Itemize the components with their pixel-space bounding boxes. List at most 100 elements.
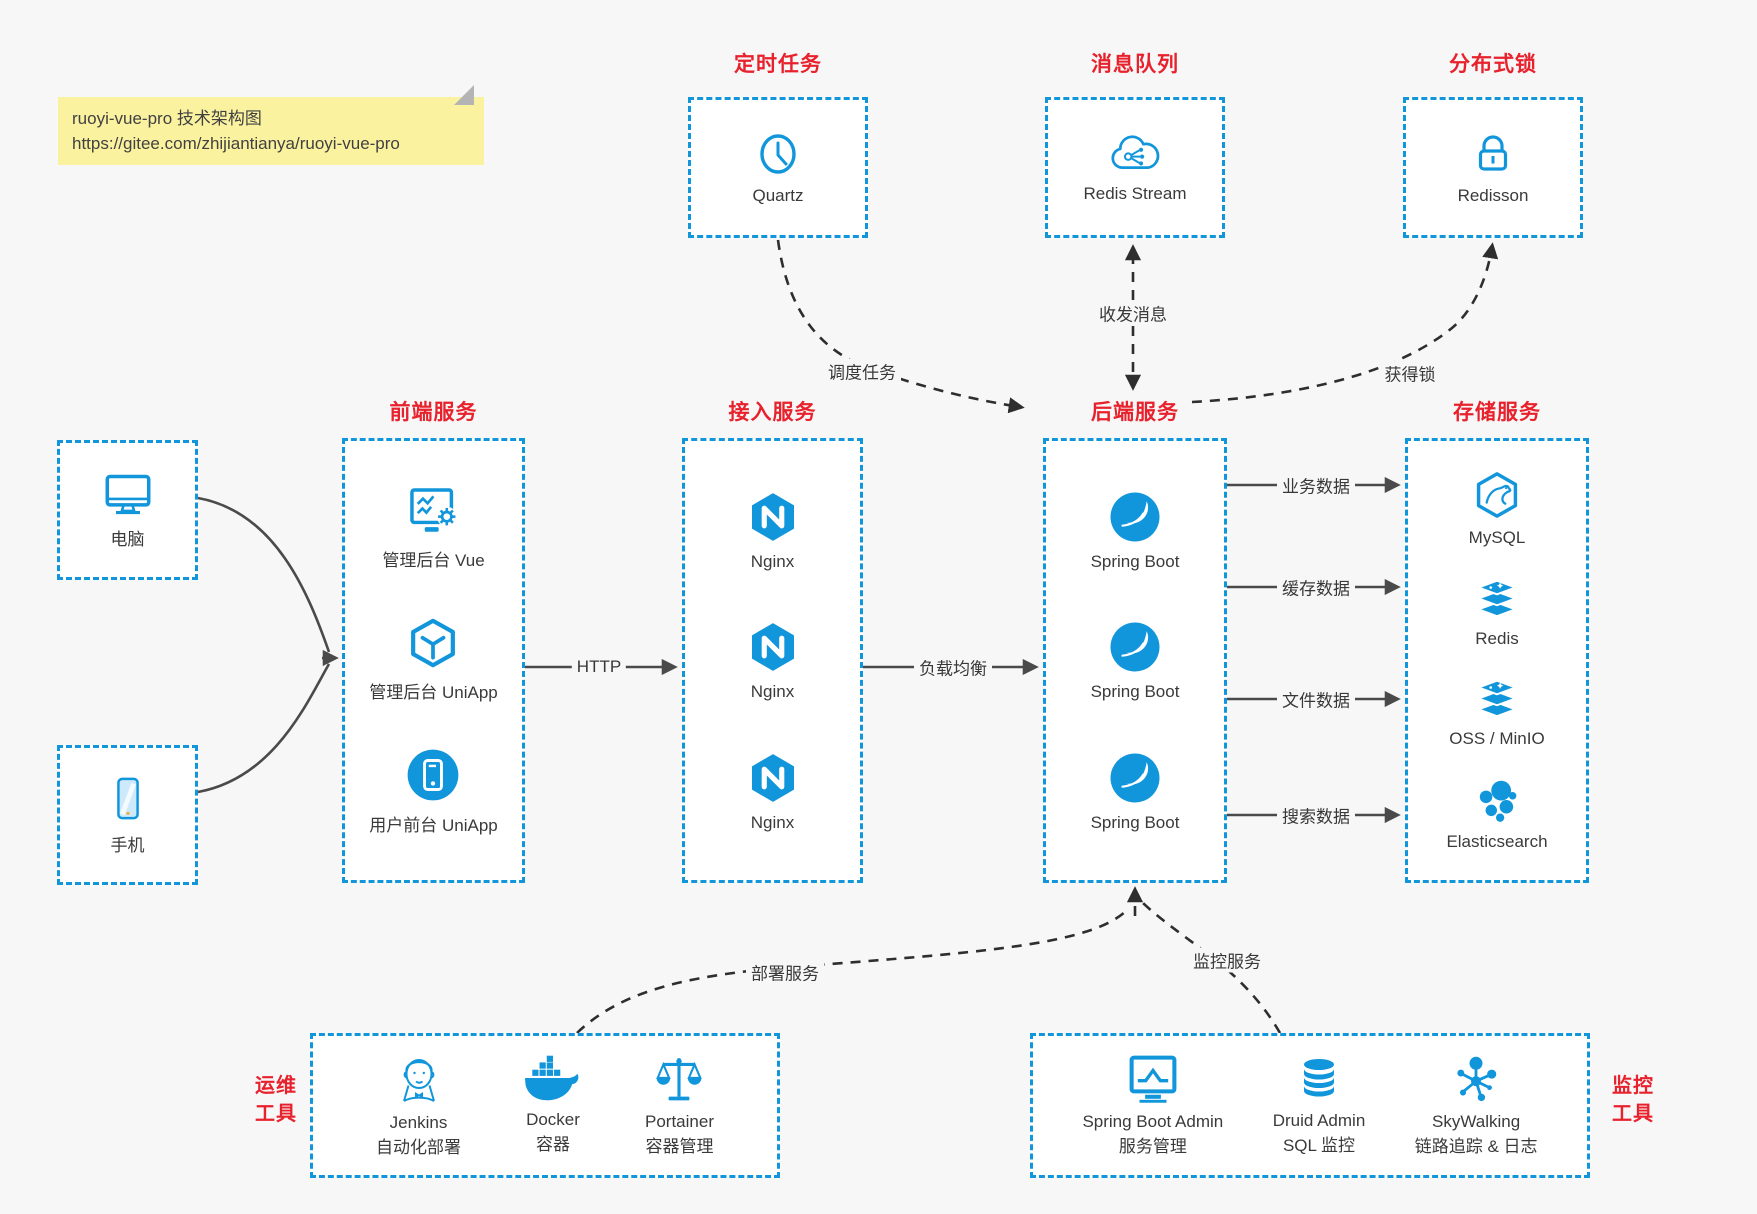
docker-whale-icon	[524, 1055, 582, 1103]
backend-box: Spring Boot Spring Boot Spring Boot	[1043, 438, 1227, 883]
monitor-chart-icon	[1126, 1053, 1180, 1105]
edge-label-search-data: 搜索数据	[1277, 802, 1355, 828]
node-sublabel: 容器	[536, 1134, 570, 1154]
phone-circle-icon	[404, 746, 462, 804]
node-label: Elasticsearch	[1446, 832, 1548, 852]
mysql-hexagon-icon	[1471, 469, 1523, 521]
edge-label-cache-data: 缓存数据	[1277, 574, 1355, 600]
network-hub-icon	[1450, 1053, 1502, 1105]
node-nginx-1: Nginx	[745, 489, 801, 572]
node-label: 管理后台 UniApp	[369, 682, 498, 702]
spring-boot-icon	[1107, 619, 1163, 675]
node-label: Redis	[1475, 628, 1519, 648]
edge-phone-to-frontend	[197, 663, 331, 794]
node-jenkins: Jenkins 自动化部署	[376, 1052, 461, 1160]
node-label: Jenkins	[389, 1112, 448, 1132]
edge-label-file-data: 文件数据	[1277, 686, 1355, 712]
spring-boot-icon	[1107, 750, 1163, 806]
lock-icon	[1469, 129, 1517, 179]
group-title-distributed-lock: 分布式锁	[1449, 53, 1537, 76]
node-label: Druid Admin	[1272, 1110, 1366, 1130]
edge-label-monitor-service: 监控服务	[1188, 947, 1266, 973]
jenkins-butler-icon	[394, 1052, 444, 1106]
node-mobile: 手机	[105, 774, 151, 856]
node-elasticsearch: Elasticsearch	[1446, 777, 1548, 852]
node-docker: Docker 容器	[524, 1055, 582, 1157]
node-label: Quartz	[752, 186, 804, 205]
node-admin-uniapp: 管理后台 UniApp	[369, 615, 498, 703]
pc-client-box: 电脑	[57, 440, 198, 580]
node-quartz: Quartz	[752, 129, 804, 206]
node-mysql: MySQL	[1468, 469, 1526, 548]
node-label: OSS / MinIO	[1449, 729, 1545, 749]
node-skywalking: SkyWalking 链路追踪 & 日志	[1415, 1053, 1538, 1159]
sticky-note: ruoyi-vue-pro 技术架构图 https://gitee.com/zh…	[58, 85, 484, 165]
frontend-box: 管理后台 Vue 管理后台 UniApp 用户前台 UniApp	[342, 438, 525, 883]
node-label: Portainer	[645, 1111, 714, 1131]
group-title-storage: 存储服务	[1453, 401, 1541, 424]
node-redisson: Redisson	[1457, 129, 1529, 206]
nginx-icon	[745, 489, 801, 545]
node-spring-boot-3: Spring Boot	[1090, 750, 1180, 833]
node-redis: Redis	[1472, 576, 1522, 649]
database-icon	[1295, 1054, 1343, 1104]
node-sublabel: 链路追踪 & 日志	[1414, 1136, 1538, 1156]
edge-label-business-data: 业务数据	[1277, 472, 1355, 498]
gateway-box: Nginx Nginx Nginx	[682, 438, 863, 883]
monitoring-title-line1: 监控	[1612, 1075, 1654, 1097]
edge-label-load-balance: 负载均衡	[914, 654, 992, 680]
devops-title-line1: 运维	[255, 1075, 297, 1097]
node-pc: 电脑	[101, 470, 155, 550]
node-label: Spring Boot	[1090, 551, 1180, 571]
cloud-message-icon	[1107, 131, 1163, 177]
node-label: 管理后台 Vue	[382, 550, 485, 570]
node-sublabel: 服务管理	[1118, 1136, 1187, 1156]
node-redis-stream: Redis Stream	[1083, 131, 1187, 204]
nginx-icon	[745, 750, 801, 806]
clock-icon	[754, 129, 802, 179]
redis-stack-icon	[1472, 576, 1522, 622]
node-label: Redis Stream	[1083, 184, 1187, 203]
group-title-gateway: 接入服务	[728, 401, 817, 424]
node-label: Docker	[526, 1109, 580, 1129]
redisson-box: Redisson	[1403, 97, 1583, 238]
monitoring-tools-box: Spring Boot Admin 服务管理 Druid Admin SQL 监…	[1030, 1033, 1590, 1178]
node-label: Spring Boot	[1090, 812, 1180, 832]
group-title-devops-tools: 运维 工具	[243, 1072, 309, 1128]
quartz-box: Quartz	[688, 97, 868, 238]
edge-label-send-receive-message: 收发消息	[1094, 300, 1172, 326]
desktop-icon	[101, 470, 155, 518]
edge-label-acquire-lock: 获得锁	[1379, 360, 1441, 386]
node-sublabel: 自动化部署	[376, 1137, 461, 1157]
node-sublabel: SQL 监控	[1282, 1135, 1356, 1155]
node-user-uniapp: 用户前台 UniApp	[369, 746, 498, 836]
edge-pc-to-frontend	[197, 496, 331, 653]
node-label: Nginx	[750, 682, 795, 701]
edge-label-http: HTTP	[571, 657, 627, 677]
node-label: Nginx	[750, 812, 795, 832]
node-label: MySQL	[1468, 527, 1526, 547]
node-label: Spring Boot Admin	[1082, 1111, 1224, 1131]
node-portainer: Portainer 容器管理	[645, 1053, 714, 1159]
spring-boot-icon	[1107, 489, 1163, 545]
object-storage-stack-icon	[1472, 676, 1522, 722]
edge-label-deploy-service: 部署服务	[746, 959, 824, 985]
node-sublabel: 容器管理	[645, 1136, 714, 1156]
admin-dashboard-gear-icon	[405, 485, 463, 539]
node-nginx-2: Nginx	[745, 619, 801, 702]
group-title-frontend: 前端服务	[389, 401, 478, 424]
group-title-monitoring-tools: 监控 工具	[1600, 1072, 1666, 1128]
node-admin-vue: 管理后台 Vue	[382, 485, 485, 571]
group-title-backend: 后端服务	[1091, 401, 1179, 424]
node-label: Nginx	[750, 551, 795, 571]
scales-icon	[654, 1053, 704, 1105]
node-label: Redisson	[1457, 186, 1529, 205]
node-spring-boot-1: Spring Boot	[1090, 489, 1180, 572]
node-spring-boot-admin: Spring Boot Admin 服务管理	[1082, 1053, 1223, 1159]
node-oss-minio: OSS / MinIO	[1449, 676, 1545, 749]
storage-box: MySQL Redis	[1405, 438, 1589, 883]
edge-acquire-lock-arrow	[1191, 242, 1499, 404]
devops-tools-box: Jenkins 自动化部署 Docker 容器	[310, 1033, 780, 1178]
group-title-message-queue: 消息队列	[1091, 53, 1179, 76]
